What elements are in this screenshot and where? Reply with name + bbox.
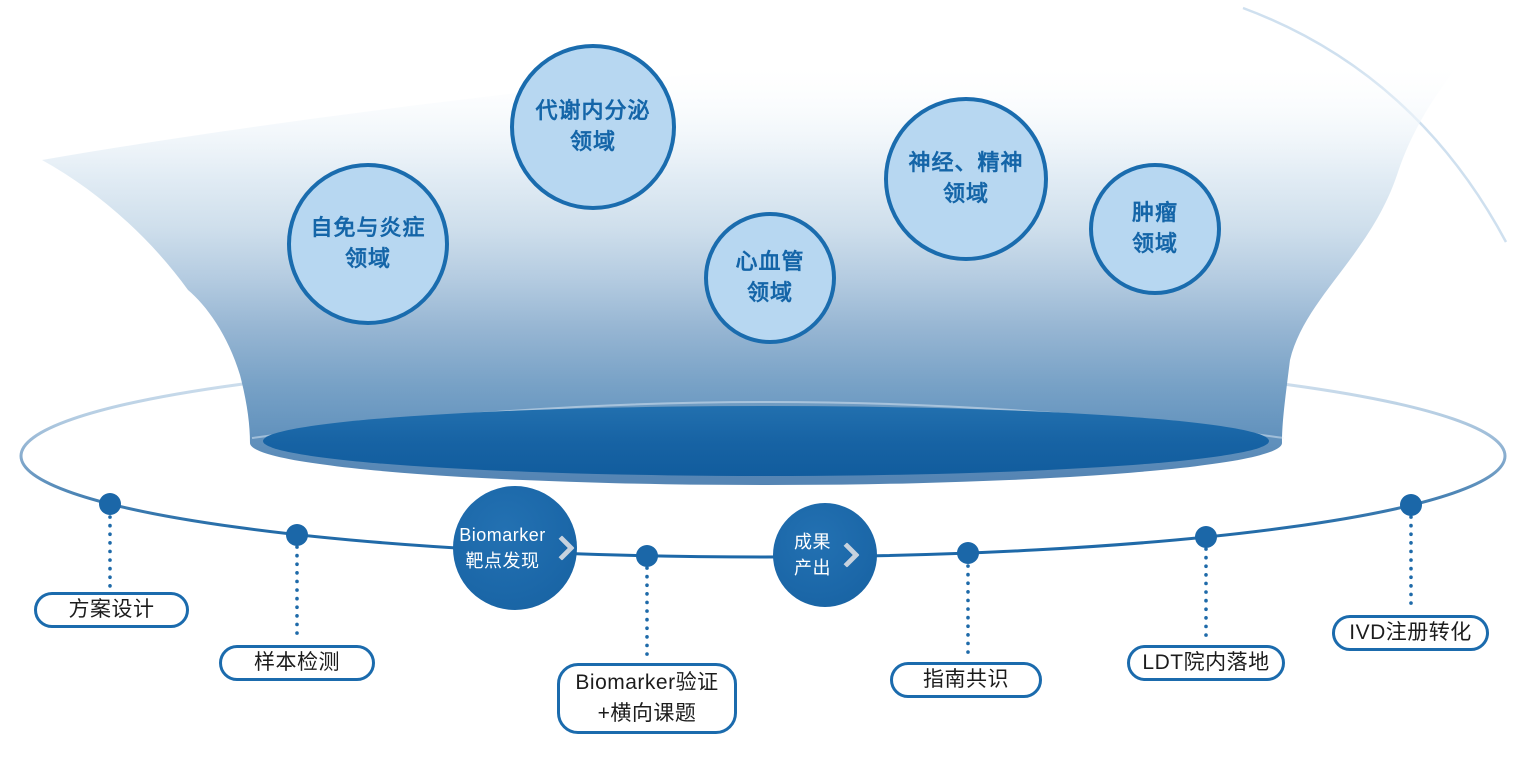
- milestone-label: IVD注册转化: [1349, 620, 1472, 644]
- milestone-pill-ivd-registration: IVD注册转化: [1332, 615, 1489, 651]
- domain-label-line: 自免与炎症: [310, 215, 426, 241]
- stage-label-line: 靶点发现: [465, 550, 540, 571]
- milestone-dot: [1195, 526, 1217, 548]
- milestone-pill-biomarker-validation: Biomarker验证 +横向课题: [557, 663, 737, 734]
- milestone-label: 方案设计: [68, 597, 155, 621]
- milestone-dot: [957, 542, 979, 564]
- milestone-pill-sample-testing: 样本检测: [219, 645, 375, 681]
- domain-label-line: 心血管: [735, 249, 805, 275]
- milestone-label: LDT院内落地: [1142, 650, 1270, 674]
- leader-lines: [108, 515, 1413, 660]
- stage-label-line: Biomarker: [459, 525, 546, 545]
- domain-label-line: 领域: [942, 181, 989, 206]
- domain-label-line: 领域: [1131, 231, 1178, 256]
- domain-circle-metabolic-endocrine: 代谢内分泌 领域: [510, 44, 676, 210]
- stage-circle-results-output: 成果 产出: [773, 503, 877, 607]
- milestone-dot: [99, 493, 121, 515]
- milestone-dot: [286, 524, 308, 546]
- domain-circle-neuro-psychiatric: 神经、精神 领域: [884, 97, 1048, 261]
- domain-circle-autoimmune-inflammation: 自免与炎症 领域: [287, 163, 449, 325]
- milestone-dot: [636, 545, 658, 567]
- funnel-mouth: [263, 406, 1269, 476]
- domain-circle-cardiovascular: 心血管 领域: [704, 212, 836, 344]
- milestone-dot: [1400, 494, 1422, 516]
- stage-circle-biomarker-discovery: Biomarker 靶点发现: [453, 486, 577, 610]
- milestone-label-line: Biomarker验证: [575, 671, 719, 695]
- milestone-label: 指南共识: [923, 667, 1009, 691]
- milestone-label-line: +横向课题: [597, 701, 697, 725]
- milestone-pill-guideline-consensus: 指南共识: [890, 662, 1042, 698]
- domain-label-line: 肿瘤: [1131, 200, 1178, 226]
- milestone-pill-plan-design: 方案设计: [34, 592, 189, 628]
- domain-label-line: 领域: [344, 246, 391, 271]
- stage-label-line: 成果: [794, 532, 831, 552]
- chevron-right-icon: [834, 542, 860, 568]
- milestone-dots: [99, 493, 1422, 567]
- domain-label-line: 代谢内分泌: [535, 98, 651, 124]
- chevron-right-icon: [549, 535, 575, 561]
- domain-label-line: 领域: [569, 129, 616, 154]
- domain-label-line: 领域: [746, 280, 793, 305]
- domain-circle-oncology: 肿瘤 领域: [1089, 163, 1221, 295]
- stage-label-line: 产出: [794, 557, 831, 578]
- milestone-pill-ldt-hospital: LDT院内落地: [1127, 645, 1285, 681]
- milestone-label: 样本检测: [254, 650, 340, 674]
- domain-label-line: 神经、精神: [908, 150, 1024, 176]
